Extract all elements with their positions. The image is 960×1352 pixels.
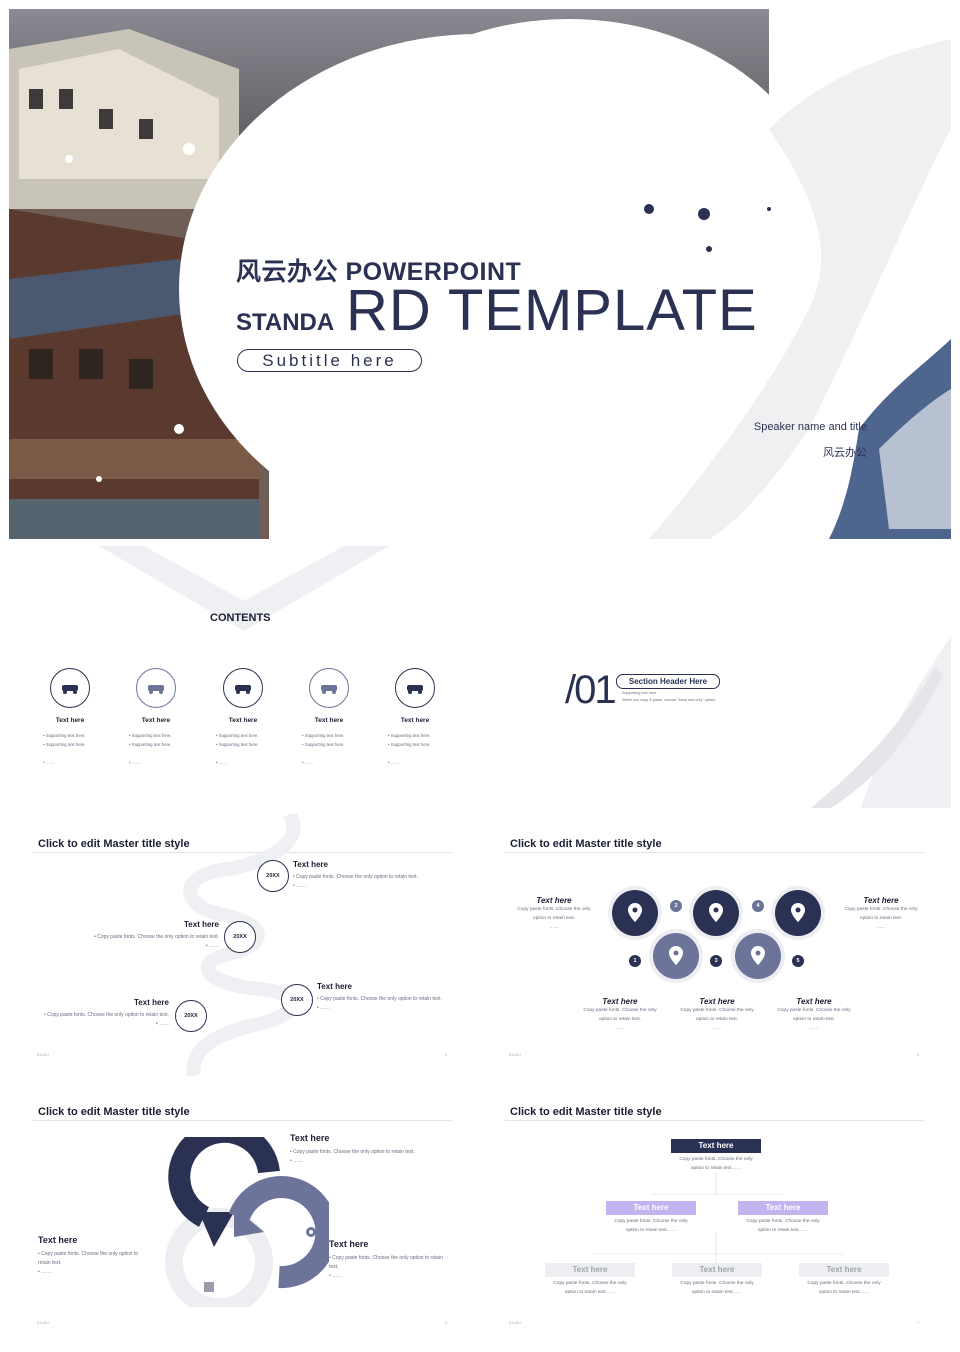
footer-brand: BAIBU bbox=[509, 1320, 522, 1325]
section-support-2: When you copy & paste, choose "keep text… bbox=[622, 698, 717, 702]
map-pin-icon bbox=[693, 890, 739, 936]
pin-item: Text here Copy paste fonts. Choose the o… bbox=[777, 997, 851, 1031]
pin-item: Text here Copy paste fonts. Choose the o… bbox=[844, 896, 918, 930]
item-title: Text here bbox=[184, 920, 219, 929]
step-number: 1 bbox=[629, 955, 641, 967]
title-line-1: 风云办公 POWERPOINT bbox=[236, 258, 522, 286]
section-header: Section Header Here bbox=[616, 674, 720, 689]
org-node-mid: Text here Copy paste fonts. Choose the o… bbox=[606, 1201, 696, 1235]
year-circle: 20XX bbox=[224, 921, 256, 953]
page-number: 6 bbox=[445, 1320, 448, 1325]
org-node-bottom: Text here Copy paste fonts. Choose the o… bbox=[545, 1263, 635, 1297]
slide-title: Click to edit Master title style bbox=[510, 838, 662, 850]
contents-item-5: Text here • Supporting text here.• Suppo… bbox=[388, 668, 435, 765]
car-icon bbox=[309, 668, 349, 708]
footer-brand: BAIBU bbox=[37, 1320, 50, 1325]
item-title: Text here bbox=[329, 1239, 369, 1249]
org-node-top: Text here Copy paste fonts. Choose the o… bbox=[671, 1139, 761, 1173]
brush-stroke-decoration bbox=[811, 636, 951, 808]
step-number: 5 bbox=[792, 955, 804, 967]
page-number: 4 bbox=[445, 1052, 448, 1057]
footer-brand: BAIBU bbox=[37, 1052, 50, 1057]
title-line-2-small: STANDA bbox=[236, 309, 335, 336]
map-pin-icon bbox=[653, 933, 699, 979]
map-pin-icon bbox=[735, 933, 781, 979]
title-divider bbox=[33, 852, 453, 853]
title-divider bbox=[505, 1120, 925, 1121]
slide-title: Click to edit Master title style bbox=[38, 838, 190, 850]
pins-slide: Click to edit Master title style 1 2 3 4… bbox=[481, 814, 951, 1076]
year-circle: 20XX bbox=[175, 1000, 207, 1032]
slide-title: Click to edit Master title style bbox=[510, 1106, 662, 1118]
step-number: 2 bbox=[670, 900, 682, 912]
contents-item-4: Text here • Supporting text here.• Suppo… bbox=[302, 668, 349, 765]
org-node-bottom: Text here Copy paste fonts. Choose the o… bbox=[672, 1263, 762, 1297]
section-number: /01 bbox=[565, 668, 617, 712]
slide-title: Click to edit Master title style bbox=[38, 1106, 190, 1118]
item-title: Text here bbox=[317, 982, 352, 991]
car-icon bbox=[50, 668, 90, 708]
cycle-arrows-diagram bbox=[165, 1137, 329, 1307]
org-connectors bbox=[591, 1172, 843, 1264]
car-icon bbox=[136, 668, 176, 708]
winding-road bbox=[183, 814, 301, 1076]
car-icon bbox=[223, 668, 263, 708]
contents-item-1: Text here • Supporting text here.• Suppo… bbox=[43, 668, 90, 765]
contents-slide: CONTENTS Text here • Supporting text her… bbox=[9, 546, 479, 808]
org-node-mid: Text here Copy paste fonts. Choose the o… bbox=[738, 1201, 828, 1235]
pin-item: Text here Copy paste fonts. Choose the o… bbox=[680, 997, 754, 1031]
step-number: 4 bbox=[752, 900, 764, 912]
chevron-decoration bbox=[99, 546, 389, 631]
year-circle: 20XX bbox=[257, 860, 289, 892]
year-circle: 20XX bbox=[281, 984, 313, 1016]
org-chart-slide: Click to edit Master title style Text he… bbox=[481, 1082, 951, 1344]
title-background-art bbox=[9, 9, 951, 539]
item-title: Text here bbox=[38, 1235, 78, 1245]
title-divider bbox=[505, 852, 925, 853]
contents-item-2: Text here • Supporting text here.• Suppo… bbox=[129, 668, 176, 765]
subtitle-pill: Subtitle here bbox=[237, 349, 422, 372]
section-slide: /01 Section Header Here Supporting text … bbox=[481, 546, 951, 808]
pin-item: Text here Copy paste fonts. Choose the o… bbox=[583, 997, 657, 1031]
org-node-bottom: Text here Copy paste fonts. Choose the o… bbox=[799, 1263, 889, 1297]
contents-item-3: Text here • Supporting text here.• Suppo… bbox=[216, 668, 263, 765]
item-title: Text here bbox=[290, 1133, 330, 1143]
footer-brand: BAIBU bbox=[509, 1052, 522, 1057]
step-number: 3 bbox=[710, 955, 722, 967]
item-title: Text here bbox=[134, 998, 169, 1007]
company-name: 风云办公 bbox=[823, 447, 867, 459]
title-divider bbox=[33, 1120, 453, 1121]
page-number: 7 bbox=[917, 1320, 920, 1325]
pin-item: Text here Copy paste fonts. Choose the o… bbox=[517, 896, 591, 930]
title-slide: 风云办公 POWERPOINT STANDA RD TEMPLATE Subti… bbox=[9, 9, 951, 539]
timeline-slide: Click to edit Master title style 20XX Te… bbox=[9, 814, 479, 1076]
map-pin-icon bbox=[612, 890, 658, 936]
map-pin-icon bbox=[775, 890, 821, 936]
cycle-slide: Click to edit Master title style Text he… bbox=[9, 1082, 479, 1344]
page-number: 5 bbox=[917, 1052, 920, 1057]
contents-heading: CONTENTS bbox=[210, 612, 271, 624]
speaker-name: Speaker name and title bbox=[753, 421, 867, 433]
car-icon bbox=[395, 668, 435, 708]
title-line-2-large: RD TEMPLATE bbox=[346, 278, 758, 343]
item-title: Text here bbox=[293, 860, 328, 869]
section-support-1: Supporting text here. bbox=[622, 691, 658, 695]
